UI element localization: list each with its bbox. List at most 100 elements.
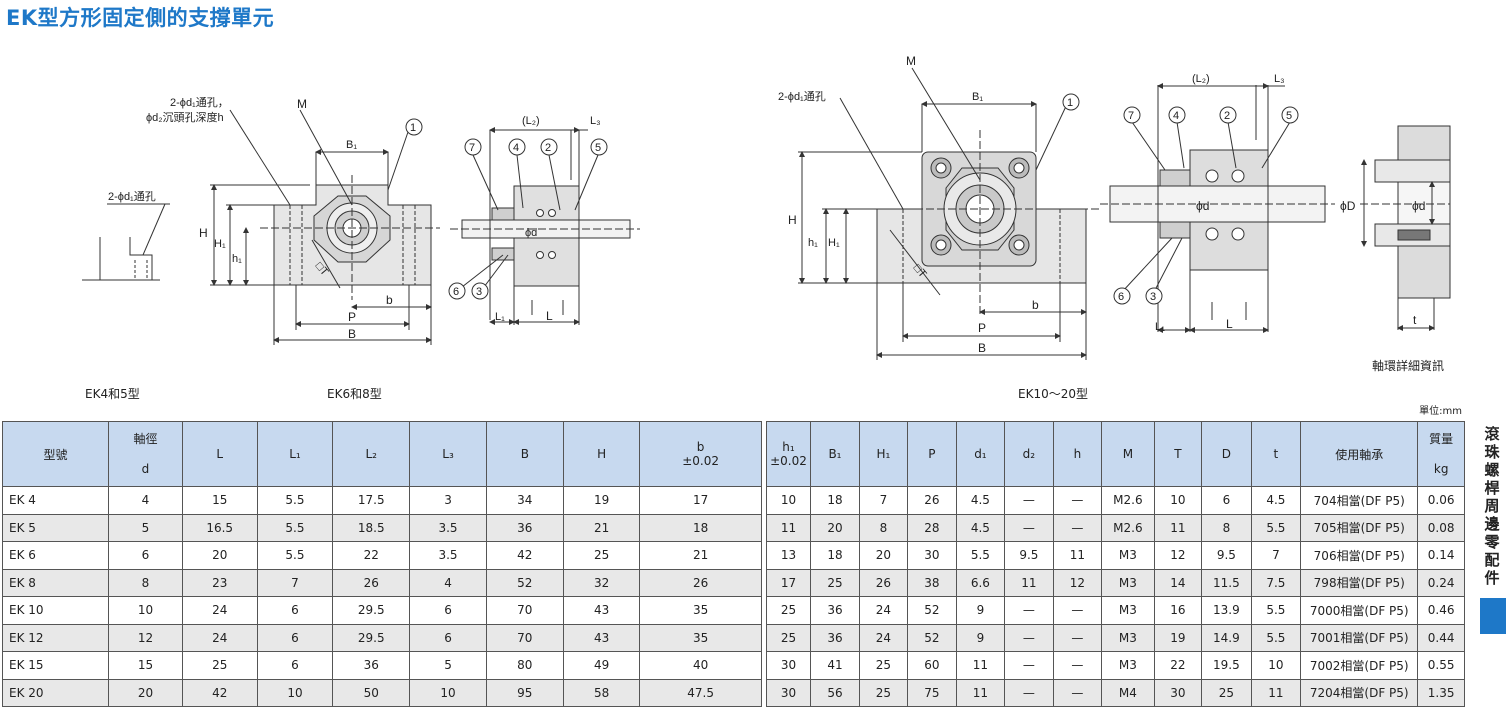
cell-mass: 0.24 — [1417, 568, 1465, 597]
cell-b: 70 — [485, 623, 564, 652]
dim-phid-big: ϕd — [1196, 199, 1209, 213]
cell-d1: 11 — [955, 678, 1006, 707]
cell-m: M3 — [1101, 568, 1155, 597]
cell-h: 19 — [562, 486, 641, 515]
callout-5-big: 5 — [1281, 106, 1299, 124]
th-B: B — [485, 421, 564, 487]
cell-h: 32 — [562, 568, 641, 597]
callout-6-small: 6 — [448, 282, 466, 300]
cell-b: 35 — [639, 623, 762, 652]
dim-H-big: H — [788, 213, 797, 227]
cell-l3: 3.5 — [409, 541, 487, 570]
cell-l2: 29.5 — [332, 623, 411, 652]
cell-l3: 6 — [409, 596, 487, 625]
cell-d1: 9 — [955, 623, 1006, 652]
cell-d: 8 — [1201, 513, 1252, 542]
svg-text:7: 7 — [1128, 110, 1134, 122]
cell-h1: 25 — [765, 623, 812, 652]
dim-H1: H₁ — [214, 238, 226, 250]
th-M: M — [1101, 421, 1155, 487]
cell-l1: 10 — [256, 678, 334, 707]
th-t: t — [1250, 421, 1302, 487]
cell-l: 20 — [181, 541, 258, 570]
cell-l: 25 — [181, 651, 258, 680]
cell-m: M3 — [1101, 541, 1155, 570]
dim-L1-small: L₁ — [495, 311, 505, 323]
svg-text:7: 7 — [469, 142, 475, 154]
dim-b: b — [386, 293, 393, 307]
cell-b: 95 — [485, 678, 564, 707]
cell-b: 47.5 — [639, 678, 762, 707]
cell-b1: 41 — [810, 651, 860, 680]
callout-1-big: 1 — [1062, 93, 1080, 111]
cell-mass: 0.08 — [1417, 513, 1465, 542]
th-b: b±0.02 — [639, 421, 762, 487]
cell-d2: — — [1004, 596, 1054, 625]
cell-d2: — — [1004, 486, 1054, 515]
cell-model: EK 5 — [1, 513, 110, 542]
cell-d: 4 — [108, 486, 183, 515]
cell-l3: 4 — [409, 568, 487, 597]
cell-d2: — — [1004, 678, 1054, 707]
dim-B1-big: B₁ — [972, 91, 983, 103]
cell-b1: 18 — [810, 486, 860, 515]
th-L3: L₃ — [409, 421, 487, 487]
cell-b: 70 — [485, 596, 564, 625]
th-d1: d₁ — [955, 421, 1006, 487]
cell-b: 35 — [639, 596, 762, 625]
cell-b: 21 — [639, 541, 762, 570]
cell-l3: 3 — [409, 486, 487, 515]
cell-l2: 36 — [332, 651, 411, 680]
cell-h1: 26 — [858, 568, 909, 597]
cell-p: 30 — [907, 541, 957, 570]
callout-6-big: 6 — [1113, 287, 1131, 305]
cell-h: — — [1052, 678, 1103, 707]
th-bearing: 使用軸承 — [1300, 421, 1419, 487]
callout-3-big: 3 — [1145, 287, 1163, 305]
cell-bearing: 7001相當(DF P5) — [1300, 623, 1419, 652]
cell-d: 19.5 — [1201, 651, 1252, 680]
svg-text:2: 2 — [545, 142, 551, 154]
callout-7-big: 7 — [1123, 106, 1141, 124]
callout-4-big: 4 — [1168, 106, 1186, 124]
caption-ek45: EK4和5型 — [85, 387, 140, 401]
cell-p: 38 — [907, 568, 957, 597]
cell-h1: 17 — [765, 568, 812, 597]
cell-bearing: 706相當(DF P5) — [1300, 541, 1419, 570]
cell-bearing: 704相當(DF P5) — [1300, 486, 1419, 515]
cell-l2: 26 — [332, 568, 411, 597]
cell-h: 43 — [562, 623, 641, 652]
cell-mass: 0.55 — [1417, 651, 1465, 680]
cell-d: 11.5 — [1201, 568, 1252, 597]
cell-b: 42 — [485, 541, 564, 570]
ek1020-front-view — [798, 67, 1100, 360]
ek45-side-detail — [82, 203, 170, 281]
cell-h1: 24 — [858, 623, 909, 652]
cell-h: 25 — [562, 541, 641, 570]
cell-l2: 17.5 — [332, 486, 411, 515]
cell-t: 12 — [1153, 541, 1203, 570]
caption-collar: 軸環詳細資訊 — [1372, 359, 1445, 373]
dim-t: t — [1413, 313, 1417, 327]
cell-l2: 50 — [332, 678, 411, 707]
cell-model: EK 8 — [1, 568, 110, 597]
cell-bearing: 7204相當(DF P5) — [1300, 678, 1419, 707]
th-h1: h₁±0.02 — [765, 421, 812, 487]
cell-model: EK 12 — [1, 623, 110, 652]
ek68-section-view — [450, 127, 640, 325]
side-tab-marker — [1480, 598, 1506, 634]
cell-h: 21 — [562, 513, 641, 542]
cell-d: 6 — [1201, 486, 1252, 515]
cell-b: 34 — [485, 486, 564, 515]
cell-d2: — — [1004, 651, 1054, 680]
ek68-front-view — [210, 109, 440, 345]
caption-ek1020: EK10～20型 — [1018, 387, 1088, 401]
dim-L3-small: L₃ — [590, 115, 601, 127]
dim-B: B — [348, 327, 356, 341]
callout-4-small: 4 — [508, 138, 526, 156]
